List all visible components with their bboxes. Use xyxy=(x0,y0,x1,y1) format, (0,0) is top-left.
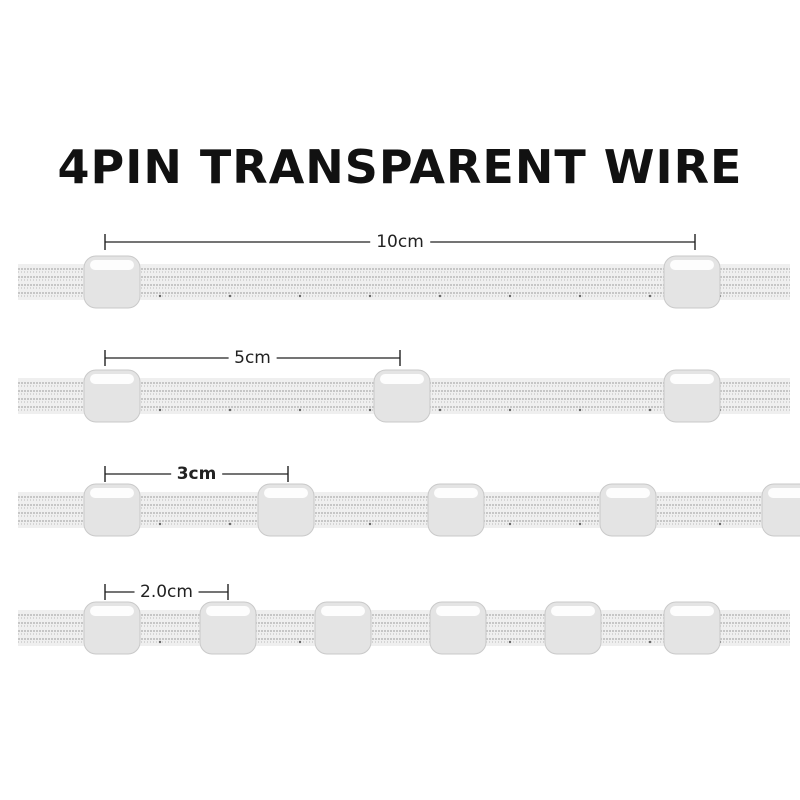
wire-dot xyxy=(648,640,652,644)
wire-dot xyxy=(508,640,512,644)
wire-row-10cm: 10cm xyxy=(0,220,800,340)
wire-dot xyxy=(578,522,582,526)
wire-dot xyxy=(368,522,372,526)
wire-dot xyxy=(438,408,442,412)
wire-dot xyxy=(298,408,302,412)
wire-dot xyxy=(298,640,302,644)
wire-dot xyxy=(158,522,162,526)
wire-dot xyxy=(368,294,372,298)
wire-row-2cm: 2.0cm xyxy=(0,570,800,690)
page-title: 4PIN TRANSPARENT WIRE xyxy=(57,140,743,194)
connector-bead xyxy=(663,369,721,423)
wire-dot xyxy=(508,294,512,298)
wire-strip-svg xyxy=(18,584,790,655)
wire-dot xyxy=(228,294,232,298)
wire-dot xyxy=(438,294,442,298)
connector-bead xyxy=(199,601,257,655)
wire-dot xyxy=(718,522,722,526)
connector-bead xyxy=(663,255,721,309)
connector-bead xyxy=(83,601,141,655)
wire-dot xyxy=(228,522,232,526)
connector-bead xyxy=(544,601,602,655)
connector-bead xyxy=(663,601,721,655)
spacing-label: 2.0cm xyxy=(134,582,199,602)
wire-body xyxy=(18,610,790,646)
wire-row-3cm: 3cm xyxy=(0,452,800,572)
wire-dot xyxy=(648,294,652,298)
wire-dot xyxy=(158,640,162,644)
connector-bead xyxy=(599,483,657,537)
spacing-label: 3cm xyxy=(170,464,223,484)
wire-strip-svg xyxy=(18,466,800,537)
wire-row-5cm: 5cm xyxy=(0,332,800,452)
wire-dot xyxy=(508,408,512,412)
spacing-label: 10cm xyxy=(370,232,430,252)
connector-bead xyxy=(427,483,485,537)
wire-dot xyxy=(298,294,302,298)
connector-bead xyxy=(429,601,487,655)
spacing-label: 5cm xyxy=(228,348,277,368)
connector-bead xyxy=(314,601,372,655)
connector-bead xyxy=(373,369,431,423)
connector-bead xyxy=(83,483,141,537)
wire-body xyxy=(18,264,790,300)
wire-dot xyxy=(158,294,162,298)
wire-dot xyxy=(368,408,372,412)
wire-dot xyxy=(508,522,512,526)
wire-dot xyxy=(578,294,582,298)
connector-bead xyxy=(83,255,141,309)
wire-dot xyxy=(228,408,232,412)
connector-bead xyxy=(83,369,141,423)
wire-strip-svg xyxy=(18,350,790,423)
wire-dot xyxy=(158,408,162,412)
wire-dot xyxy=(578,408,582,412)
wire-dot xyxy=(648,408,652,412)
connector-bead xyxy=(257,483,315,537)
wire-body xyxy=(18,492,790,528)
connector-bead xyxy=(761,483,800,537)
